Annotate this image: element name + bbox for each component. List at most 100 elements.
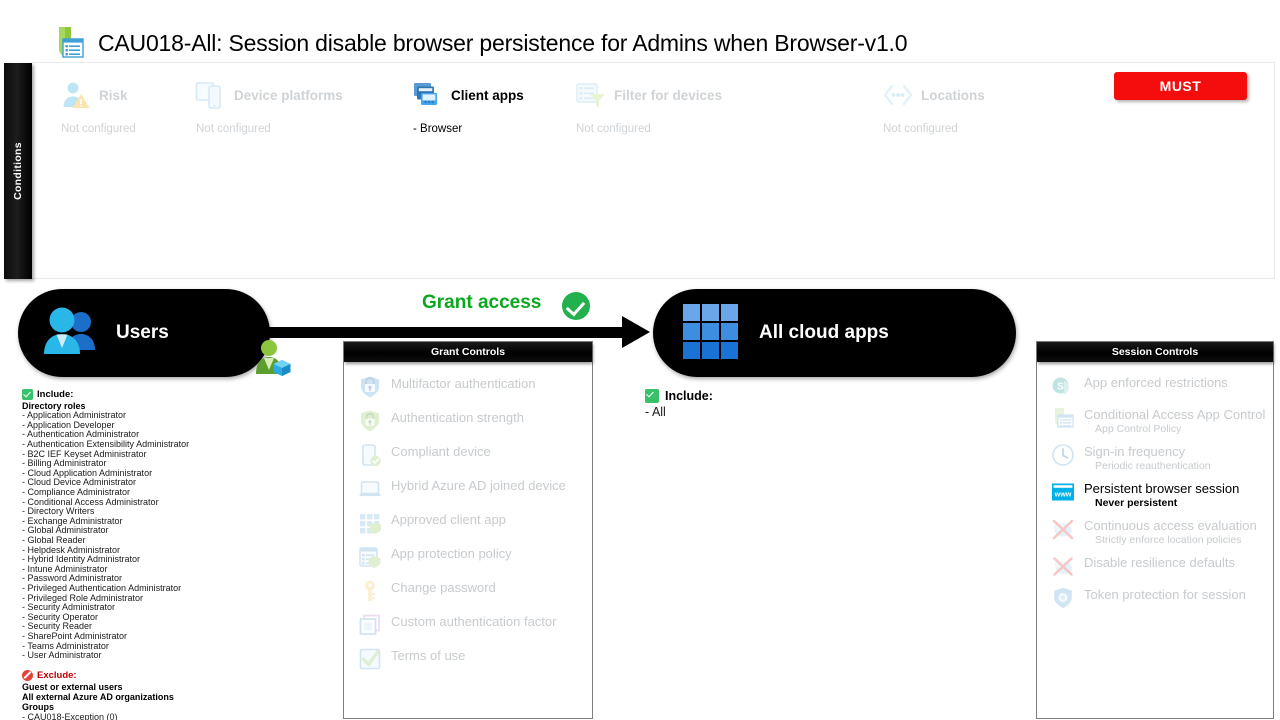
client-apps-icon <box>412 80 444 110</box>
grant-control-app-protection-policy[interactable]: App protection policy <box>344 540 592 574</box>
grant-control-multifactor-authentication[interactable]: Multifactor authentication <box>344 370 592 404</box>
grant-controls-list: Multifactor authentication Authenticatio… <box>344 362 592 676</box>
control-label: Disable resilience defaults <box>1084 555 1236 570</box>
control-label: Hybrid Azure AD joined device <box>391 478 566 493</box>
control-label: Multifactor authentication <box>391 376 536 391</box>
page-title: CAU018-All: Session disable browser pers… <box>50 22 908 64</box>
token-shield-icon <box>1051 586 1075 610</box>
session-control-sign-in-frequency[interactable]: Sign-in frequency Periodic reauthenticat… <box>1037 439 1273 476</box>
cloud-apps-node-label: All cloud apps <box>759 322 889 343</box>
flow-arrow-line <box>230 327 630 338</box>
control-label: Terms of use <box>391 648 466 663</box>
green-check-icon <box>562 292 590 320</box>
session-controls-title: Session Controls <box>1037 342 1273 362</box>
cloud-apps-assignment-details: Include: - All <box>645 389 713 420</box>
session-controls-panel: Session Controls S App enforced restrict… <box>1036 341 1274 719</box>
condition-name: Locations <box>921 87 985 103</box>
list-item: - Security Operator <box>22 611 99 622</box>
control-label: Authentication strength <box>391 410 524 425</box>
condition-name: Client apps <box>451 87 524 103</box>
control-label: App enforced restrictions <box>1084 375 1228 390</box>
list-item: - Privileged Authentication Administrato… <box>22 582 182 593</box>
policy-title-text: CAU018-All: Session disable browser pers… <box>98 29 908 56</box>
condition-name: Device platforms <box>234 87 343 103</box>
green-check-icon <box>645 389 659 403</box>
control-sublabel: Periodic reauthentication <box>1095 460 1211 472</box>
devices-icon <box>195 80 227 110</box>
list-item: - Global Administrator <box>22 525 109 536</box>
custom-factor-icon <box>358 613 382 637</box>
exclude-block: Exclude: Guest or external users All ext… <box>22 669 322 720</box>
grant-control-terms-of-use[interactable]: Terms of use <box>344 642 592 676</box>
list-item: - Conditional Access Administrator <box>22 496 159 507</box>
list-item: - Billing Administrator <box>22 458 107 469</box>
list-item: - B2C IEF Keyset Administrator <box>22 448 147 459</box>
session-control-continuous-access-evaluation[interactable]: Continuous access evaluation Strictly en… <box>1037 513 1273 550</box>
conditions-section-label: Conditions <box>12 142 24 200</box>
condition-locations[interactable]: Locations Not configured <box>882 77 1082 135</box>
list-item: - Teams Administrator <box>22 640 109 651</box>
cloud-apps-node[interactable]: All cloud apps <box>653 289 1016 377</box>
session-control-app-enforced-restrictions[interactable]: S App enforced restrictions <box>1037 370 1273 402</box>
directory-roles-list: - Application Administrator - Applicatio… <box>22 411 322 660</box>
exclude-label: Exclude: <box>37 669 77 681</box>
include-label: Include: <box>37 389 74 400</box>
grant-control-hybrid-azure-ad-joined-device[interactable]: Hybrid Azure AD joined device <box>344 472 592 506</box>
svg-text:www: www <box>1054 490 1072 499</box>
list-item: - Authentication Extensibility Administr… <box>22 439 190 450</box>
users-assignment-details: Include: Directory roles - Application A… <box>22 389 322 720</box>
green-check-icon <box>22 389 33 400</box>
approved-app-icon <box>358 511 382 535</box>
key-icon <box>358 579 382 603</box>
session-control-token-protection-for-session[interactable]: Token protection for session <box>1037 582 1273 614</box>
list-item: - Directory Writers <box>22 506 95 517</box>
control-sublabel: Never persistent <box>1095 497 1178 509</box>
compliant-phone-icon <box>358 443 382 467</box>
condition-value: Not configured <box>576 123 651 135</box>
control-label: Approved client app <box>391 512 506 527</box>
exclude-header: Exclude: <box>22 669 322 681</box>
session-control-disable-resilience-defaults[interactable]: Disable resilience defaults <box>1037 550 1273 582</box>
session-control-conditional-access-app-control[interactable]: Conditional Access App Control App Contr… <box>1037 402 1273 439</box>
list-item: - Application Administrator <box>22 410 127 421</box>
filter-icon <box>575 80 607 110</box>
list-item: - Cloud Application Administrator <box>22 467 153 478</box>
green-shield-icon <box>358 409 382 433</box>
condition-filter-for-devices[interactable]: Filter for devices Not configured <box>575 77 775 135</box>
grant-control-approved-client-app[interactable]: Approved client app <box>344 506 592 540</box>
list-item: - Cloud Device Administrator <box>22 477 137 488</box>
list-item: - Intune Administrator <box>22 563 108 574</box>
control-sublabel: App Control Policy <box>1095 423 1182 435</box>
must-badge[interactable]: MUST <box>1114 72 1247 100</box>
list-item: - Security Administrator <box>22 602 116 613</box>
control-label: Token protection for session <box>1084 587 1246 602</box>
users-node-label: Users <box>116 322 169 343</box>
condition-client-apps[interactable]: Client apps - Browser <box>412 77 612 135</box>
conditions-panel: Risk Not configured Device platforms Not… <box>32 62 1275 279</box>
users-node[interactable]: Users <box>18 289 270 377</box>
session-control-persistent-browser-session[interactable]: www Persistent browser session Never per… <box>1037 476 1273 513</box>
condition-value: - Browser <box>413 123 463 135</box>
app-policy-icon <box>358 545 382 569</box>
risk-user-icon <box>60 80 92 110</box>
grant-control-compliant-device[interactable]: Compliant device <box>344 438 592 472</box>
control-label: Sign-in frequency <box>1084 444 1186 459</box>
grant-control-authentication-strength[interactable]: Authentication strength <box>344 404 592 438</box>
list-item: - Authentication Administrator <box>22 429 140 440</box>
grant-control-custom-authentication-factor[interactable]: Custom authentication factor <box>344 608 592 642</box>
condition-value: Not configured <box>883 123 958 135</box>
condition-risk[interactable]: Risk Not configured <box>60 77 260 135</box>
include-header: Include: <box>22 389 322 400</box>
condition-name: Risk <box>99 87 128 103</box>
condition-device-platforms[interactable]: Device platforms Not configured <box>195 77 395 135</box>
control-label: Compliant device <box>391 444 491 459</box>
list-item: - Compliance Administrator <box>22 487 131 498</box>
list-item: - All <box>645 405 666 419</box>
list-item: - Privileged Role Administrator <box>22 592 144 603</box>
lock-shield-icon <box>358 375 382 399</box>
list-item: - Password Administrator <box>22 573 123 584</box>
list-item: - SharePoint Administrator <box>22 630 128 641</box>
grant-control-change-password[interactable]: Change password <box>344 574 592 608</box>
list-item: - Exchange Administrator <box>22 515 123 526</box>
app-control-icon <box>1051 406 1075 430</box>
